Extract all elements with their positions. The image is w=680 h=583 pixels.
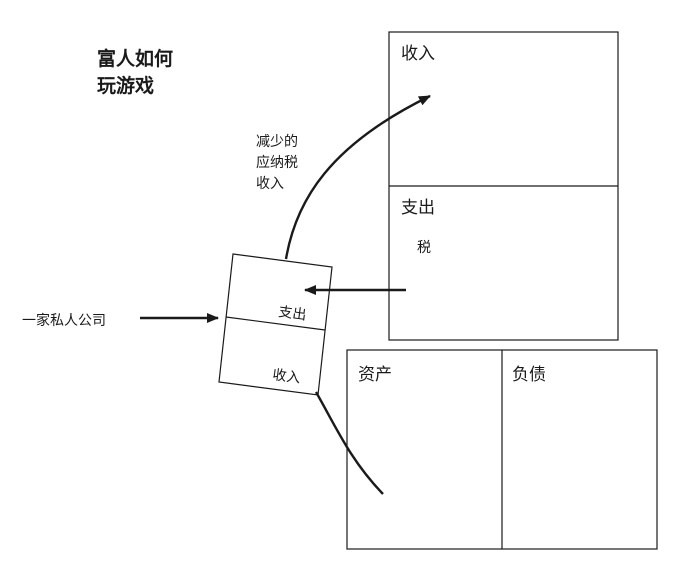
- private-company-label: 一家私人公司: [22, 312, 106, 329]
- company-box-divider: [225, 316, 326, 331]
- expense-label: 支出: [401, 198, 435, 218]
- title-line-2: 玩游戏: [97, 74, 154, 97]
- reduced-taxable-income-arrow: [284, 94, 431, 260]
- title-line-1: 富人如何: [97, 47, 173, 70]
- annotation-line-3: 收入: [256, 176, 284, 192]
- assets-label: 资产: [358, 365, 392, 385]
- income-to-assets-curve: [314, 391, 384, 495]
- balance-sheet: 资产 负债: [346, 349, 658, 550]
- income-label: 收入: [401, 44, 435, 64]
- liabilities-label: 负债: [512, 365, 546, 385]
- tax-label: 税: [417, 240, 431, 256]
- company-expense-label: 支出: [277, 304, 307, 324]
- annotation-line-2: 应纳税: [256, 154, 298, 171]
- annotation-line-1: 减少的: [256, 134, 298, 150]
- company-income-label: 收入: [271, 367, 301, 387]
- private-company-box: 支出 收入: [218, 253, 333, 396]
- income-statement: 收入 支出 税: [388, 31, 619, 341]
